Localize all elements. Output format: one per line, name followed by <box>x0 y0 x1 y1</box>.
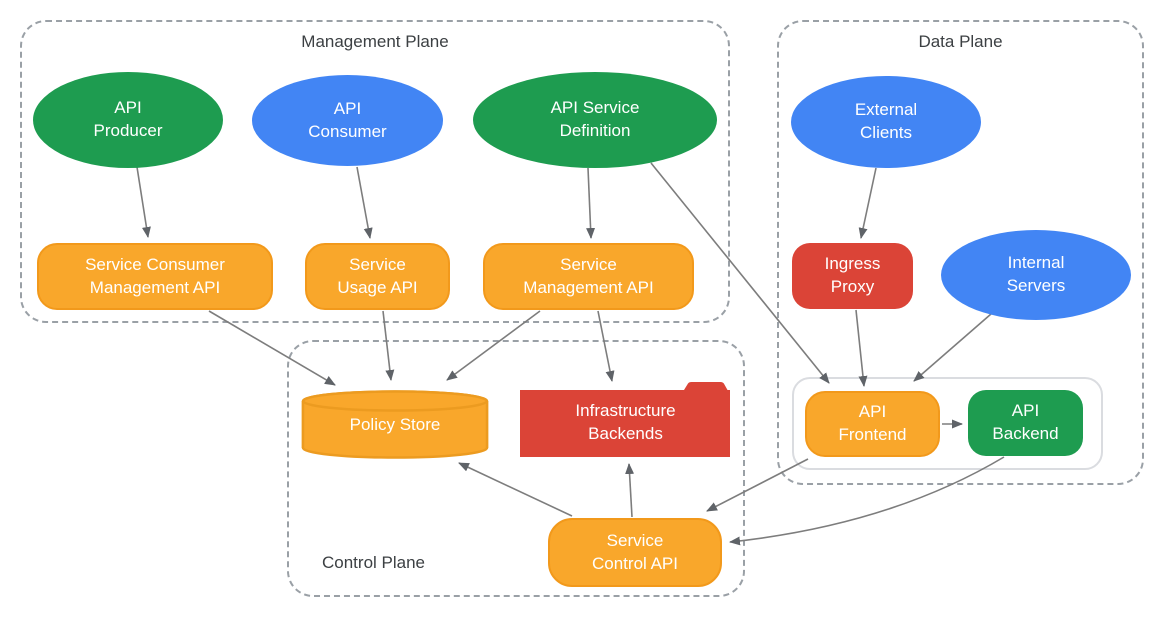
data-plane-title: Data Plane <box>918 32 1003 51</box>
management-plane-title: Management Plane <box>301 32 449 51</box>
node-infrastructure-backends: Infrastructure Backends <box>575 400 676 443</box>
node-external-clients: External Clients <box>791 76 981 168</box>
node-api-producer: API Producer <box>33 72 223 168</box>
node-internal-servers: Internal Servers <box>941 230 1131 320</box>
node-service-control-api: Service Control API <box>548 518 722 587</box>
node-policy-store: Policy Store <box>349 414 441 434</box>
node-api-frontend: API Frontend <box>805 391 940 457</box>
node-api-service-definition: API Service Definition <box>473 72 717 168</box>
node-service-usage-api: Service Usage API <box>305 243 450 310</box>
node-service-consumer-management-api: Service Consumer Management API <box>37 243 273 310</box>
node-api-consumer: API Consumer <box>252 75 443 166</box>
node-ingress-proxy: Ingress Proxy <box>792 243 913 309</box>
node-service-management-api: Service Management API <box>483 243 694 310</box>
control-plane-title: Control Plane <box>322 553 426 572</box>
node-api-backend: API Backend <box>968 390 1083 456</box>
